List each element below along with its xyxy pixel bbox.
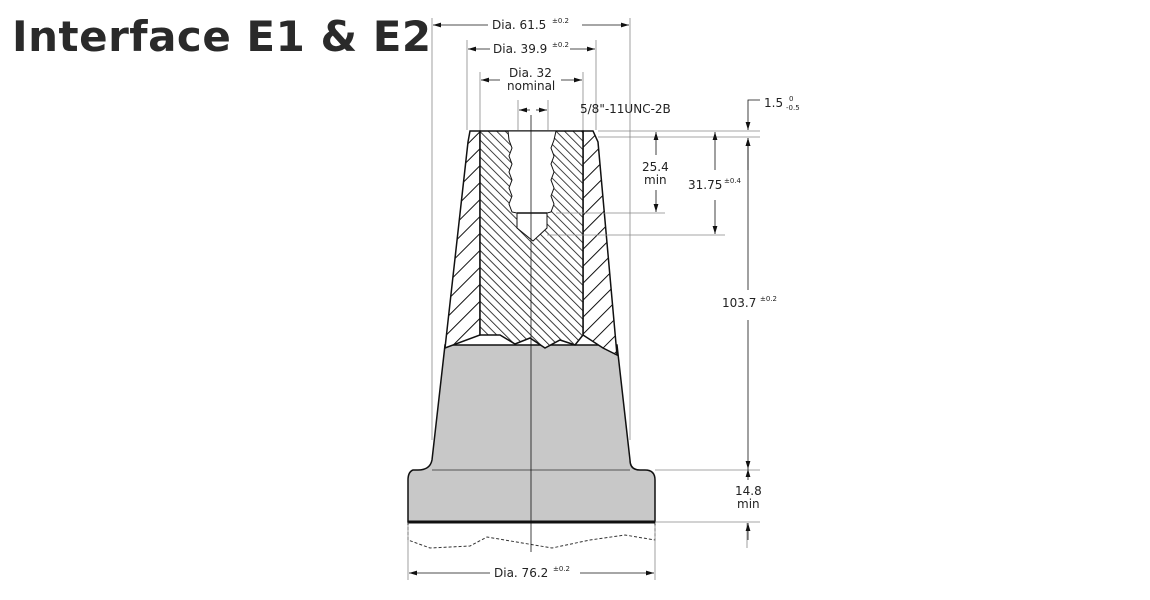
dim-dia-outer: Dia. 61.5 ±0.2 xyxy=(488,16,582,32)
svg-text:Dia. 32: Dia. 32 xyxy=(509,66,552,80)
svg-text:5/8"-11UNC-2B: 5/8"-11UNC-2B xyxy=(580,102,671,116)
svg-text:±0.2: ±0.2 xyxy=(760,295,777,303)
svg-text:±0.4: ±0.4 xyxy=(724,177,742,185)
inner-core-section xyxy=(479,130,584,349)
svg-text:±0.2: ±0.2 xyxy=(552,17,569,25)
dim-total-height: 103.7 ±0.2 xyxy=(720,294,780,312)
svg-text:±0.2: ±0.2 xyxy=(553,565,570,573)
svg-text:Dia. 76.2: Dia. 76.2 xyxy=(494,566,548,580)
dim-dia-mid: Dia. 39.9 ±0.2 xyxy=(490,40,570,56)
dim-thread: 5/8"-11UNC-2B xyxy=(580,102,671,116)
svg-text:25.4: 25.4 xyxy=(642,160,669,174)
dim-dia-base: Dia. 76.2 ±0.2 xyxy=(490,564,572,580)
svg-text:min: min xyxy=(644,173,667,187)
dim-thread-depth: 25.4 min xyxy=(640,157,672,187)
page-title: Interface E1 & E2 xyxy=(12,12,432,61)
svg-text:31.75: 31.75 xyxy=(688,178,722,192)
dim-dia-inner: Dia. 32 nominal xyxy=(503,65,561,93)
svg-text:nominal: nominal xyxy=(507,79,555,93)
svg-text:Dia. 61.5: Dia. 61.5 xyxy=(492,18,546,32)
body-section xyxy=(407,344,656,524)
svg-text:103.7: 103.7 xyxy=(722,296,756,310)
svg-text:14.8: 14.8 xyxy=(735,484,762,498)
extension-lines xyxy=(407,18,760,580)
dim-top-offset: 1.5 0 -0.5 xyxy=(764,95,800,112)
svg-text:1.5: 1.5 xyxy=(764,96,783,110)
outer-sleeve-section xyxy=(444,130,618,357)
break-line xyxy=(407,522,656,549)
svg-text:±0.2: ±0.2 xyxy=(552,41,569,49)
svg-text:0: 0 xyxy=(789,95,793,103)
dimension-lines xyxy=(409,22,760,576)
dim-base-height: 14.8 min xyxy=(732,482,764,512)
svg-text:min: min xyxy=(737,497,760,511)
svg-text:Dia. 39.9: Dia. 39.9 xyxy=(493,42,547,56)
svg-text:-0.5: -0.5 xyxy=(786,104,800,112)
dim-bore-depth: 31.75 ±0.4 xyxy=(686,174,746,192)
